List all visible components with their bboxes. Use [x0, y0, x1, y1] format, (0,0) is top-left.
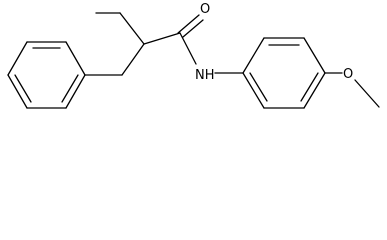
aryl-inner-double-2	[300, 72, 319, 102]
methoxy-group: O	[324, 67, 380, 108]
aryl-bond-4	[303, 72, 326, 109]
phenyl-bond-6	[65, 74, 86, 109]
oxygen-ether-label: O	[343, 67, 353, 82]
phenyl-bond-3	[7, 41, 28, 76]
phenyl-inner-double-3	[61, 74, 79, 103]
methoxyphenyl-ring	[242, 37, 326, 109]
structural-formula: O NH O	[7, 2, 380, 109]
bond-ch-ch2-benzyl	[121, 43, 145, 76]
bond-ch-carbonyl	[143, 32, 181, 45]
aryl-bond-3	[303, 37, 326, 74]
phenyl-bond-4	[7, 74, 28, 109]
bond-carbonyl-double-2	[182, 19, 204, 38]
bond-o-methyl	[354, 79, 380, 108]
bond-ethyl-ch2-ch	[119, 12, 145, 45]
oxygen-carbonyl-label: O	[200, 2, 210, 17]
bond-carbonyl-double-1	[177, 14, 200, 34]
phenyl-ring	[7, 41, 86, 109]
amide-nh-label: NH	[195, 68, 215, 83]
carbonyl-group: O	[177, 2, 210, 38]
aryl-bond-6	[242, 72, 265, 109]
aryl-bond-1	[242, 37, 265, 74]
backbone	[121, 32, 181, 76]
ethyl-group	[95, 12, 145, 45]
phenyl-bond-1	[65, 41, 86, 76]
aryl-inner-double-3	[249, 72, 268, 102]
phenyl-inner-double-2	[14, 74, 32, 103]
bond-carbonyl-n	[179, 32, 197, 65]
amide-link: NH	[179, 32, 244, 83]
